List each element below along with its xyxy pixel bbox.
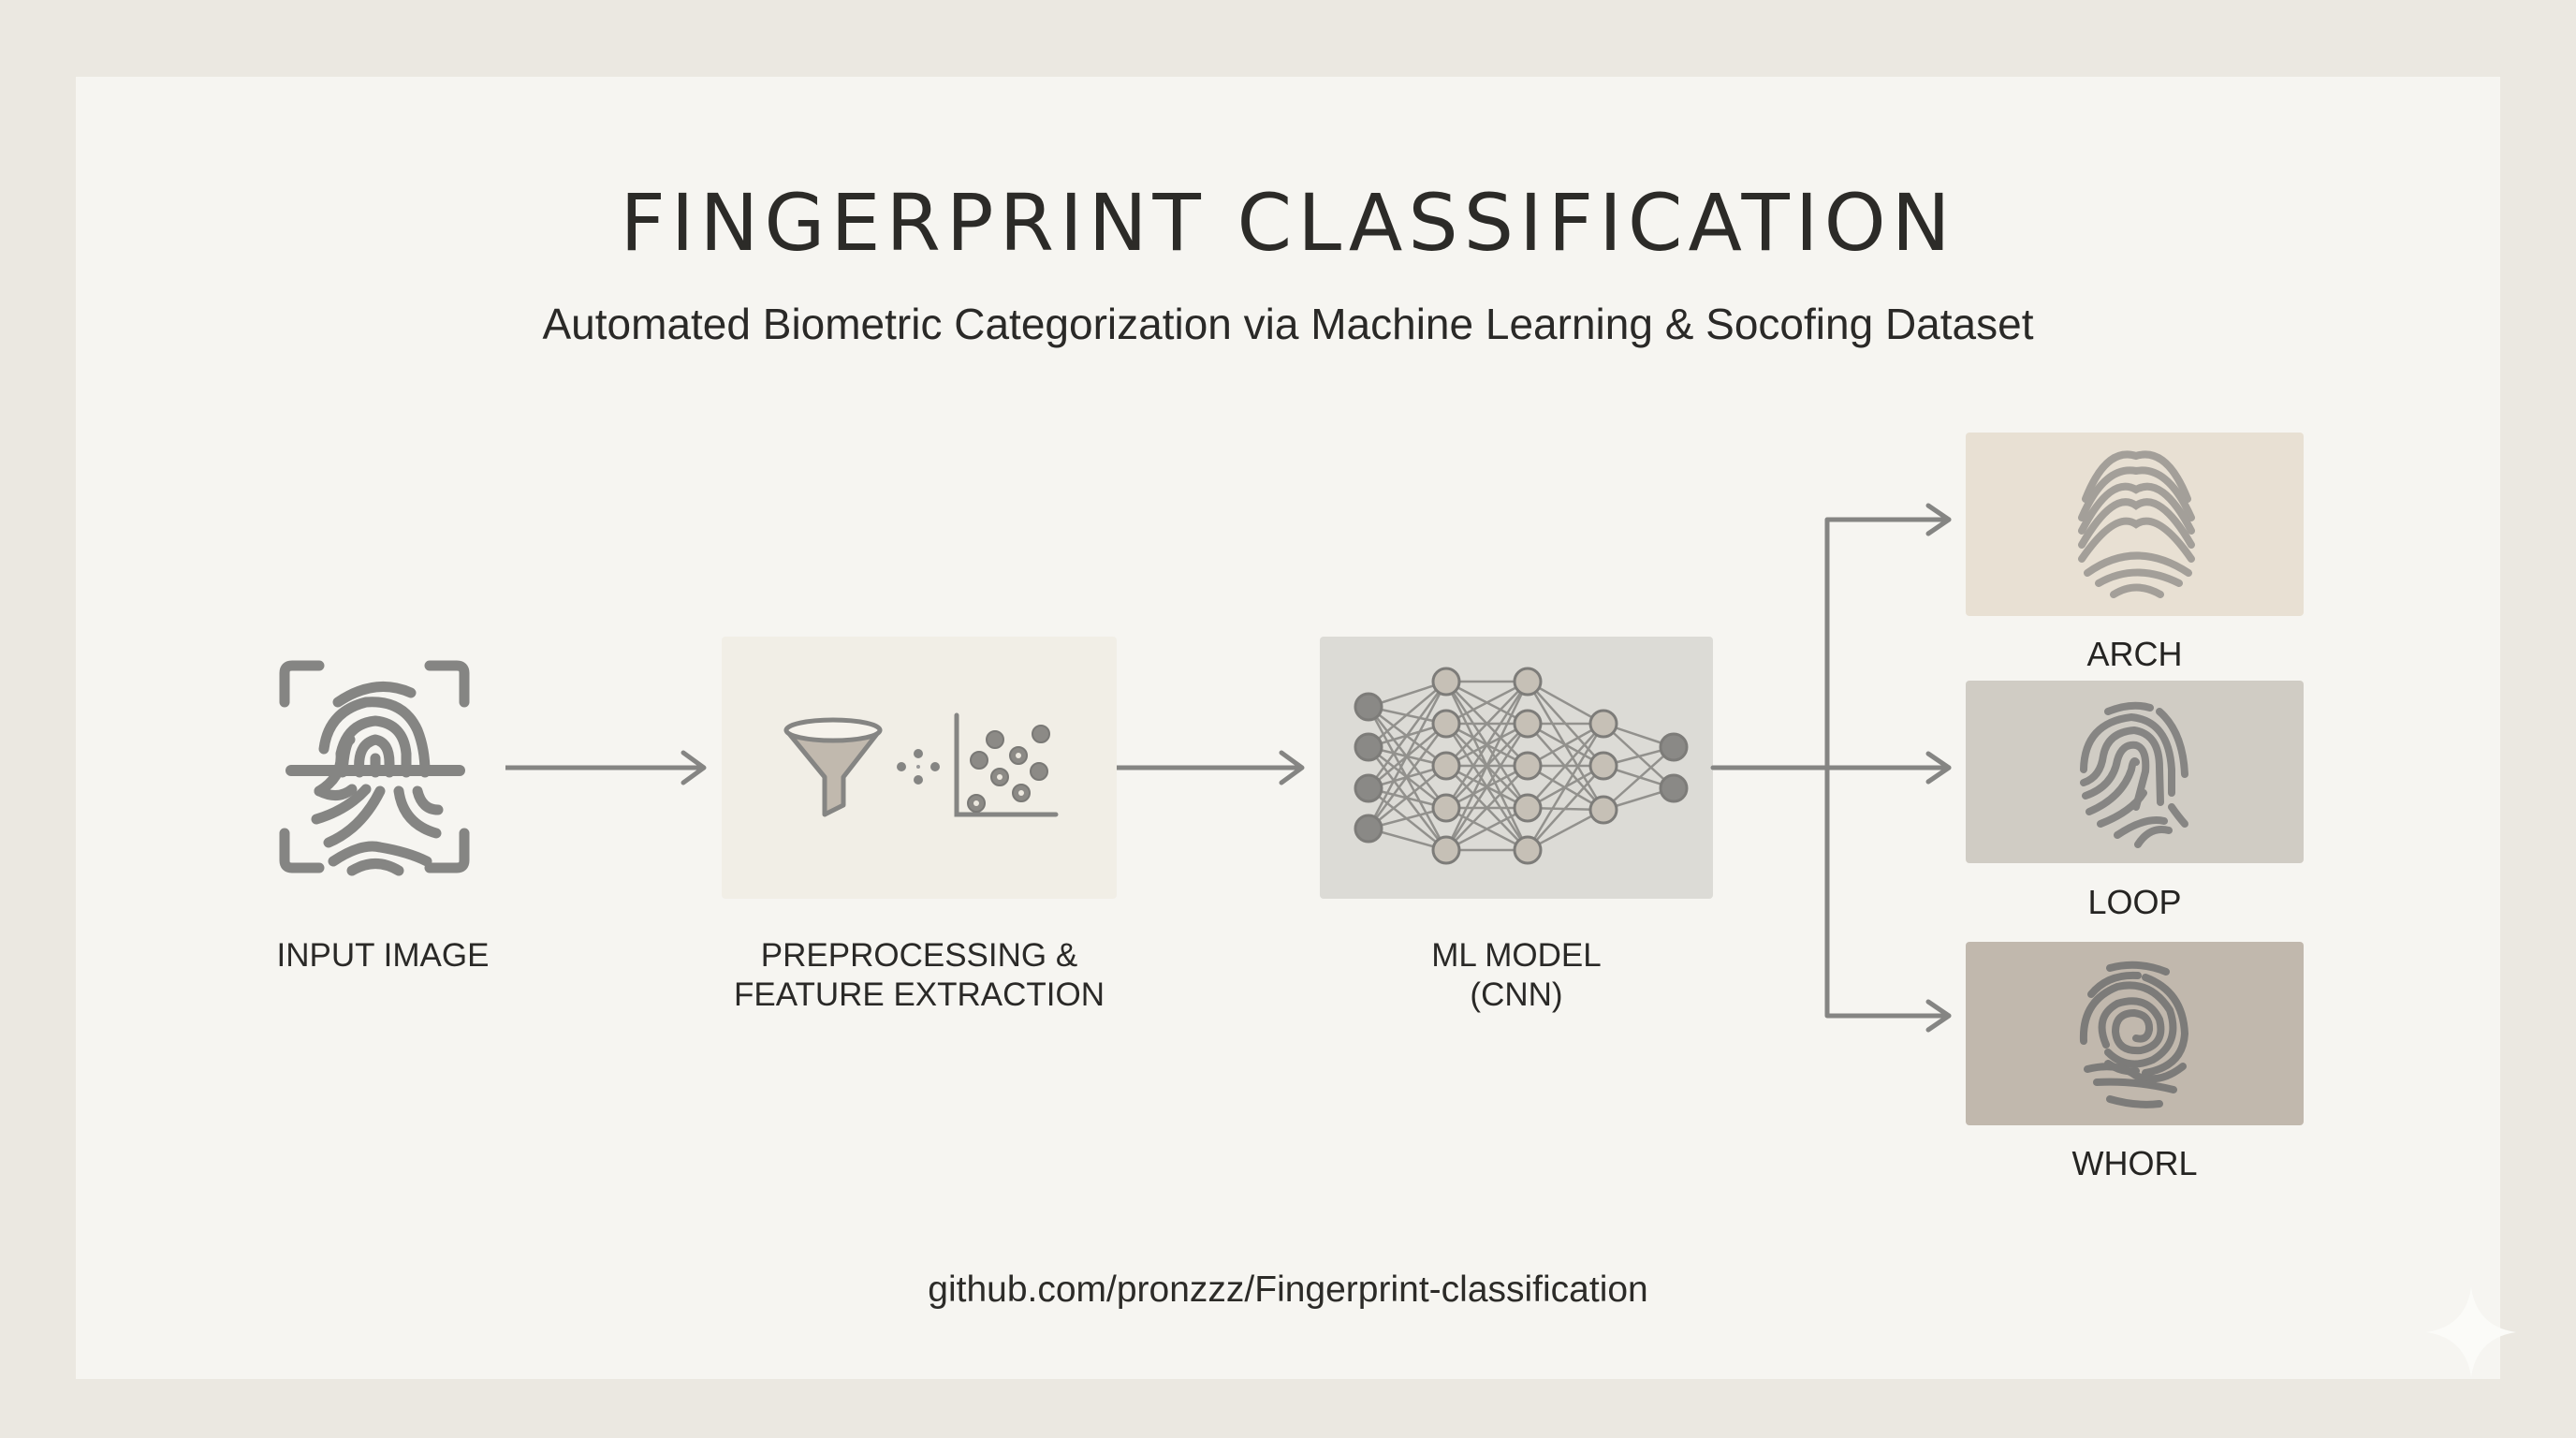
page-subtitle: Automated Biometric Categorization via M… <box>542 300 2034 348</box>
page-title: FINGERPRINT CLASSIFICATION <box>620 177 1956 269</box>
branch-connector <box>1710 503 1952 1033</box>
step-label-preprocessing: PREPROCESSING & FEATURE EXTRACTION <box>733 937 1105 1013</box>
class-label-whorl: WHORL <box>2071 1144 2198 1182</box>
step-label-input: INPUT IMAGE <box>276 937 490 974</box>
arrow-right-icon <box>505 750 707 785</box>
loop-fingerprint-icon <box>2080 701 2188 848</box>
step-label-ml-model: ML MODEL (CNN) <box>1431 937 1602 1013</box>
class-label-arch: ARCH <box>2086 635 2183 673</box>
whorl-fingerprint-icon <box>2079 961 2189 1108</box>
class-label-loop: LOOP <box>2087 883 2182 921</box>
sparkle-icon <box>2426 1287 2516 1377</box>
scatter-plot-icon <box>954 712 1059 817</box>
github-link[interactable]: github.com/pronzzz/Fingerprint-classific… <box>928 1269 1648 1310</box>
fingerprint-scan-icon <box>279 660 470 876</box>
class-card-loop <box>1966 681 2304 863</box>
dots-icon <box>897 749 940 785</box>
neural-network-icon <box>1354 667 1689 865</box>
arch-fingerprint-icon <box>2078 450 2195 598</box>
funnel-icon <box>783 717 883 817</box>
arrow-right-icon <box>1117 750 1305 785</box>
